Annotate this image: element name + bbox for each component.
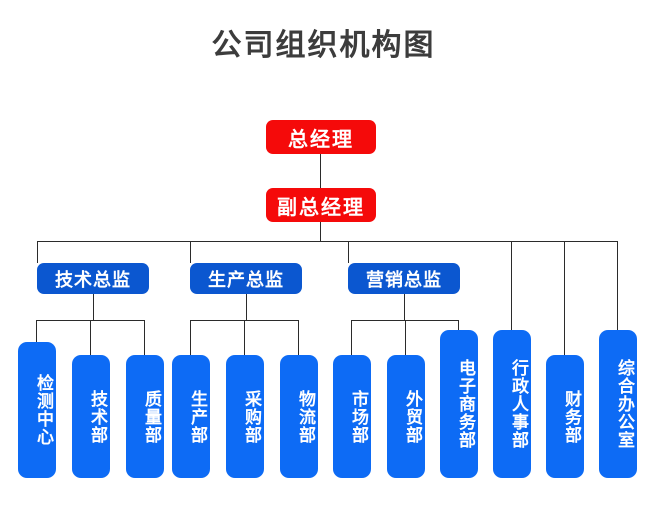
node-dept-foreign-trade[interactable]: 外贸部 <box>387 355 425 478</box>
connector-sales-bus-to-foreign-trade-dept <box>405 320 406 355</box>
node-general-manager[interactable]: 总经理 <box>266 120 376 154</box>
connector-bus-to-director-prod <box>190 241 191 263</box>
node-dept-technology[interactable]: 技术部 <box>72 355 110 478</box>
node-dept-market[interactable]: 市场部 <box>333 355 371 478</box>
node-director-production[interactable]: 生产总监 <box>190 263 302 294</box>
connector-bus-to-director-tech <box>37 241 38 263</box>
connector-gm-to-dgm <box>320 154 321 188</box>
connector-group-sales-bus <box>351 320 458 321</box>
connector-sales-bus-to-market-dept <box>351 320 352 355</box>
node-dept-finance[interactable]: 财务部 <box>546 355 584 478</box>
connector-tech-bus-to-testing-center <box>36 320 37 342</box>
connector-tech-bus-to-quality-dept <box>144 320 145 355</box>
connector-prod-bus-to-purchasing-dept <box>244 320 245 355</box>
connector-director-prod-stem <box>246 294 247 320</box>
connector-director-sales-stem <box>404 294 405 320</box>
connector-dgm-stem <box>320 222 321 241</box>
node-director-marketing[interactable]: 营销总监 <box>348 263 460 294</box>
connector-director-tech-stem <box>93 294 94 320</box>
connector-tech-bus-to-tech-dept <box>90 320 91 355</box>
page-title: 公司组织机构图 <box>211 29 436 62</box>
connector-main-bus <box>37 241 618 242</box>
node-dept-production[interactable]: 生产部 <box>172 355 210 478</box>
connector-prod-bus-to-production-dept <box>190 320 191 355</box>
node-deputy-general-manager[interactable]: 副总经理 <box>266 188 376 222</box>
connector-bus-to-general-office <box>617 241 618 330</box>
node-dept-ecommerce[interactable]: 电子商务部 <box>440 330 478 478</box>
connector-prod-bus-to-logistics-dept <box>298 320 299 355</box>
node-dept-testing-center[interactable]: 检测中心 <box>18 342 56 478</box>
connector-bus-to-admin-hr <box>511 241 512 330</box>
connector-sales-bus-to-ecommerce-dept <box>458 320 459 330</box>
connector-bus-to-finance <box>564 241 565 355</box>
node-dept-logistics[interactable]: 物流部 <box>280 355 318 478</box>
node-dept-general-office[interactable]: 综合办公室 <box>599 330 637 478</box>
connector-bus-to-director-sales <box>348 241 349 263</box>
node-dept-quality[interactable]: 质量部 <box>126 355 164 478</box>
node-dept-admin-hr[interactable]: 行政人事部 <box>493 330 531 478</box>
node-dept-purchasing[interactable]: 采购部 <box>226 355 264 478</box>
node-director-technology[interactable]: 技术总监 <box>37 263 149 294</box>
